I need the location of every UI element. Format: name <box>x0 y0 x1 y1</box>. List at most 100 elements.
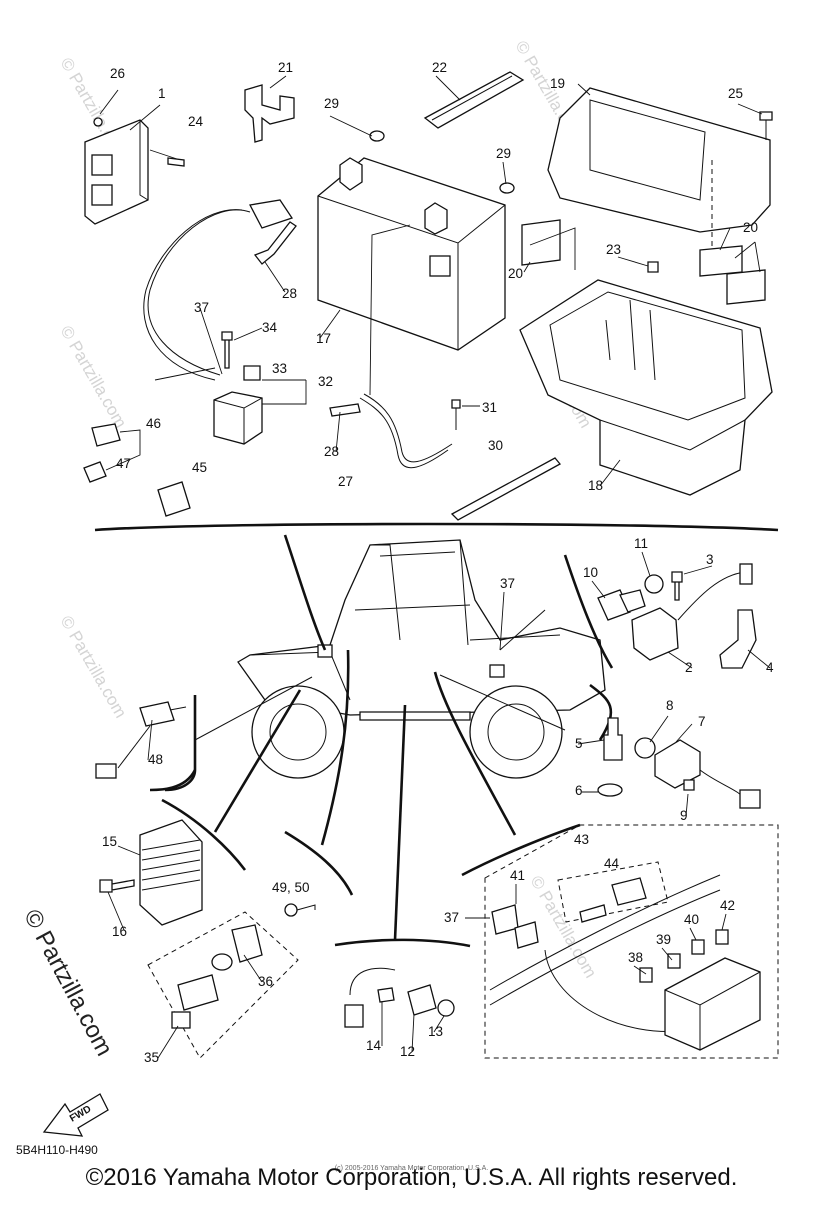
callout-43: 43 <box>574 832 589 847</box>
bolt <box>683 779 695 791</box>
group-bracket <box>94 522 779 532</box>
sensor-with-lead <box>654 739 761 809</box>
callout-35: 35 <box>144 1050 159 1065</box>
callout-15: 15 <box>102 834 117 849</box>
leader-line <box>529 227 761 273</box>
callout-1: 1 <box>158 86 166 101</box>
callout-8: 8 <box>666 698 674 713</box>
callout-11: 11 <box>634 536 648 551</box>
watermark-text: © Partzilla.com <box>527 873 601 982</box>
cable-tie <box>450 457 562 521</box>
watermark-text: © Partzilla.com <box>57 613 131 722</box>
callout-28: 28 <box>324 444 339 459</box>
callout-leaders <box>107 75 771 1059</box>
callout-3: 3 <box>706 552 714 567</box>
callout-22: 22 <box>432 60 447 75</box>
callout-37: 37 <box>444 910 459 925</box>
callout-20: 20 <box>508 266 523 281</box>
callout-29: 29 <box>496 146 511 161</box>
callout-44: 44 <box>604 856 620 871</box>
callout-39: 39 <box>656 932 671 947</box>
washer <box>597 783 623 797</box>
battery-box <box>519 279 773 496</box>
bolt <box>221 331 233 369</box>
clamp <box>244 84 295 143</box>
callout-2: 2 <box>685 660 693 675</box>
callout-25: 25 <box>728 86 743 101</box>
pad <box>726 269 766 305</box>
callout-19: 19 <box>550 76 565 91</box>
callout-26: 26 <box>110 66 125 81</box>
callout-17: 17 <box>316 331 331 346</box>
battery <box>317 157 506 351</box>
bolt <box>671 571 683 601</box>
callout-38: 38 <box>628 950 643 965</box>
pad <box>699 245 743 277</box>
callout-18: 18 <box>588 478 603 493</box>
callout-37: 37 <box>194 300 209 315</box>
bolt <box>759 111 773 140</box>
callout-36: 36 <box>258 974 273 989</box>
nut <box>369 130 385 142</box>
bolt <box>253 221 297 265</box>
callout-48: 48 <box>148 752 163 767</box>
callout-33: 33 <box>272 361 287 376</box>
ecu-unit <box>84 89 185 225</box>
speed-sensor <box>344 967 455 1028</box>
leader-line <box>105 429 141 471</box>
bolt <box>99 879 135 893</box>
sensor <box>597 589 646 621</box>
callout-7: 7 <box>698 714 706 729</box>
callout-20: 20 <box>743 220 758 235</box>
callout-13: 13 <box>428 1024 443 1039</box>
callout-16: 16 <box>112 924 127 939</box>
nut <box>499 182 515 194</box>
page-code: 5B4H110-H490 <box>16 1143 98 1157</box>
position-sensor <box>95 701 187 779</box>
callout-49-50: 49, 50 <box>272 880 310 895</box>
callout-23: 23 <box>606 242 621 257</box>
callout-29: 29 <box>324 96 339 111</box>
battery-band <box>423 71 525 129</box>
o-ring <box>634 737 656 759</box>
dashed-group-box <box>147 911 299 1059</box>
key <box>284 903 316 917</box>
callout-24: 24 <box>188 114 204 129</box>
wire-harness-lead <box>143 199 294 381</box>
main-switch <box>171 924 263 1029</box>
pad <box>521 219 561 266</box>
callout-47: 47 <box>116 456 131 471</box>
callout-21: 21 <box>278 60 293 75</box>
bolt <box>647 261 659 273</box>
rectifier-regulator <box>139 819 203 926</box>
callout-9: 9 <box>680 808 688 823</box>
harness-with-fuses <box>489 874 761 1051</box>
minus-lead <box>329 224 461 469</box>
callout-32: 32 <box>318 374 333 389</box>
callout-6: 6 <box>575 783 583 798</box>
callout-10: 10 <box>583 565 598 580</box>
watermark-text: © Partzilla.com <box>57 323 131 432</box>
relay <box>83 461 107 483</box>
spark-plug <box>603 717 623 761</box>
callout-14: 14 <box>366 1038 382 1053</box>
callout-34: 34 <box>262 320 278 335</box>
dashed-relay-box <box>557 861 669 923</box>
callout-28: 28 <box>282 286 297 301</box>
callout-31: 31 <box>482 400 497 415</box>
callout-12: 12 <box>400 1044 415 1059</box>
spark-plug-cap <box>719 609 757 669</box>
dashed-harness-box <box>484 824 779 1059</box>
callout-40: 40 <box>684 912 699 927</box>
callout-30: 30 <box>488 438 503 453</box>
callout-37: 37 <box>500 576 515 591</box>
utv-vehicle <box>237 539 606 779</box>
callout-46: 46 <box>146 416 161 431</box>
relay <box>91 423 121 447</box>
callout-27: 27 <box>338 474 353 489</box>
starter-relay <box>213 365 307 445</box>
fine-print: (c) 2005-2016 Yamaha Motor Corporation, … <box>334 1165 489 1172</box>
forward-arrow-icon: FWD <box>42 1093 109 1137</box>
